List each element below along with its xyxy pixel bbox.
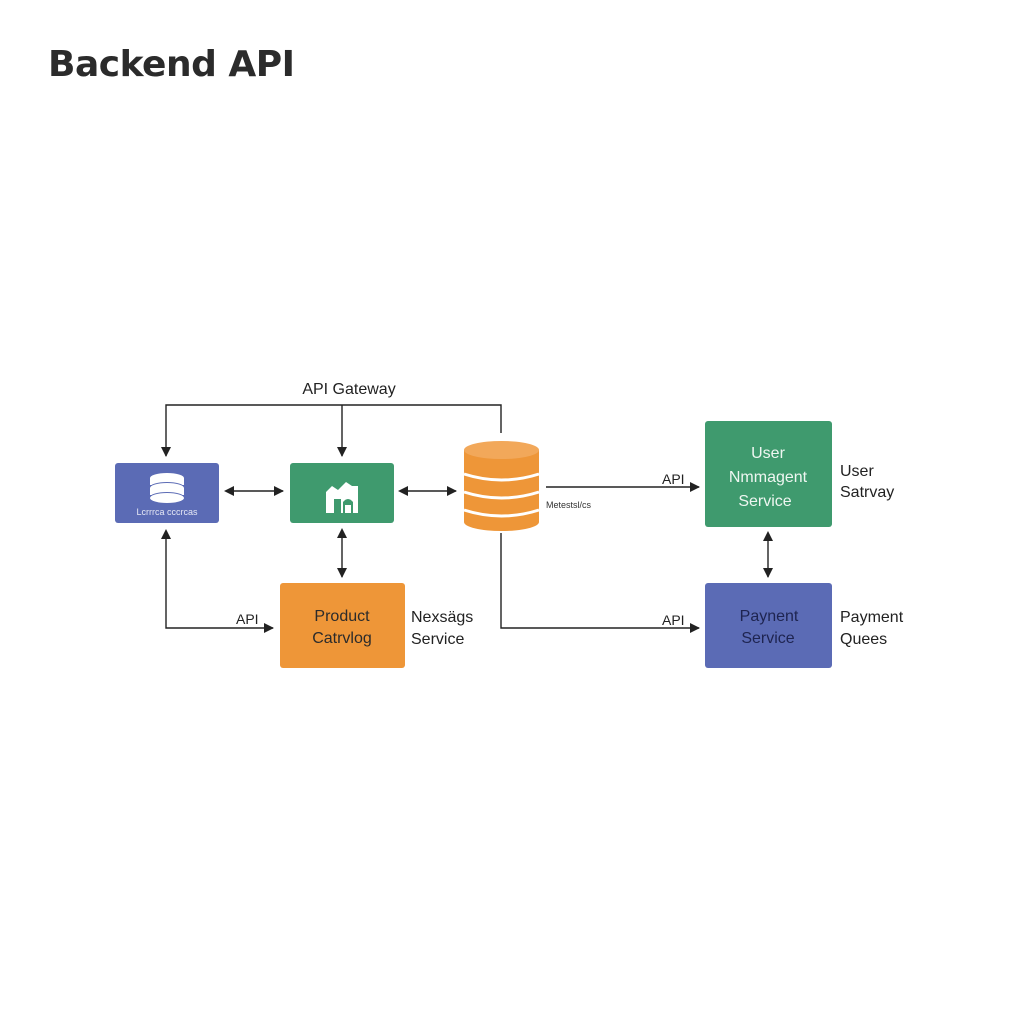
user-management-side-line1: User [840, 463, 874, 480]
database-icon [150, 473, 184, 503]
product-catalog-node[interactable]: Product Catrvlog [280, 583, 405, 668]
database-cylinder-icon [463, 441, 540, 531]
edge-label-payment: API [662, 612, 685, 628]
product-catalog-side-line1: Nexsägs [411, 609, 473, 626]
payment-service-line1: Paynent [740, 608, 799, 625]
user-management-line2: Nmmagent [729, 469, 808, 486]
product-catalog-line2: Catrvlog [312, 630, 372, 647]
edge-cylinder-payment [500, 533, 700, 633]
edge-db-product [165, 533, 274, 633]
payment-service-side-line2: Quees [840, 631, 887, 648]
bidirectional-arrowheads [161, 486, 773, 541]
user-management-line3: Service [738, 493, 791, 510]
payment-service-node[interactable]: Paynent Service [705, 583, 832, 668]
database-node[interactable]: Lcrrrca cccrcas [115, 463, 219, 523]
cache-cylinder-node[interactable]: Metestsl/cs [463, 441, 592, 531]
edge-label-user: API [662, 471, 685, 487]
gateway-icon [326, 482, 358, 513]
user-management-line1: User [751, 445, 785, 462]
page-title: Backend API [48, 44, 295, 85]
gateway-bracket-connector [161, 404, 502, 457]
cache-side-label: Metestsl/cs [546, 500, 592, 510]
user-management-node[interactable]: User Nmmagent Service [705, 421, 832, 527]
product-catalog-side-line2: Service [411, 631, 464, 648]
database-node-caption: Lcrrrca cccrcas [136, 507, 198, 517]
gateway-label: API Gateway [302, 381, 395, 398]
payment-service-line2: Service [741, 630, 794, 647]
gateway-node[interactable] [290, 463, 394, 523]
payment-service-side-line1: Payment [840, 609, 904, 626]
user-management-side-line2: Satrvay [840, 484, 894, 501]
edge-label-product: API [236, 611, 259, 627]
product-catalog-line1: Product [314, 608, 370, 625]
